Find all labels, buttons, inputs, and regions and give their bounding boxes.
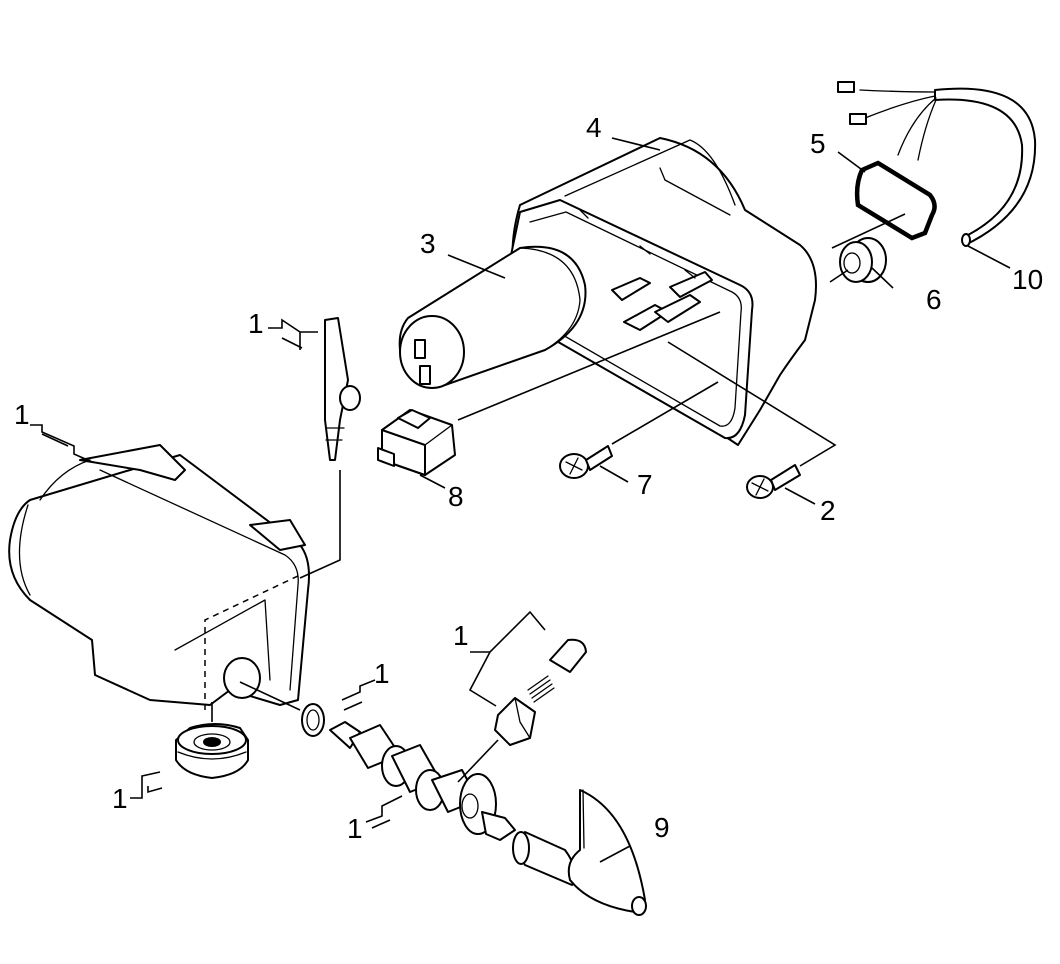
leader-lines (211, 137, 1011, 863)
power-cable-part-10 (837, 81, 1037, 247)
callout-1-housing: 1 (14, 399, 30, 430)
bracket-symbols (30, 318, 403, 829)
callout-4: 4 (586, 112, 602, 143)
rear-housing-part-4 (508, 137, 817, 446)
detent-spring-part (494, 638, 587, 746)
callout-8: 8 (448, 481, 464, 512)
front-housing (8, 444, 310, 710)
switch-part-8 (377, 409, 456, 476)
callout-10: 10 (1012, 264, 1043, 295)
callout-1-pin: 1 (248, 308, 264, 339)
callout-9: 9 (654, 812, 670, 843)
callout-2: 2 (820, 495, 836, 526)
drain-plug-part (175, 723, 249, 779)
screw-part-7 (559, 445, 613, 479)
o-ring-part (301, 703, 325, 737)
callout-5: 5 (810, 128, 826, 159)
callout-3: 3 (420, 228, 436, 259)
callout-7: 7 (637, 469, 653, 500)
knob-part-9 (512, 789, 647, 916)
callout-6: 6 (926, 284, 942, 315)
callout-labels: 1 1 1 1 1 1 2 3 4 5 6 7 8 9 10 (14, 112, 1043, 844)
grommet-part-6 (839, 237, 887, 283)
pin-part (324, 317, 361, 461)
callout-1-spring: 1 (453, 620, 469, 651)
callout-1-plug: 1 (112, 783, 128, 814)
valve-shaft-part (329, 721, 516, 841)
gasket-part-5 (854, 160, 937, 241)
callout-1-o-ring: 1 (374, 658, 390, 689)
callout-1-shaft: 1 (347, 813, 363, 844)
capacitor-part-3 (398, 245, 587, 389)
screw-part-2 (746, 464, 801, 499)
